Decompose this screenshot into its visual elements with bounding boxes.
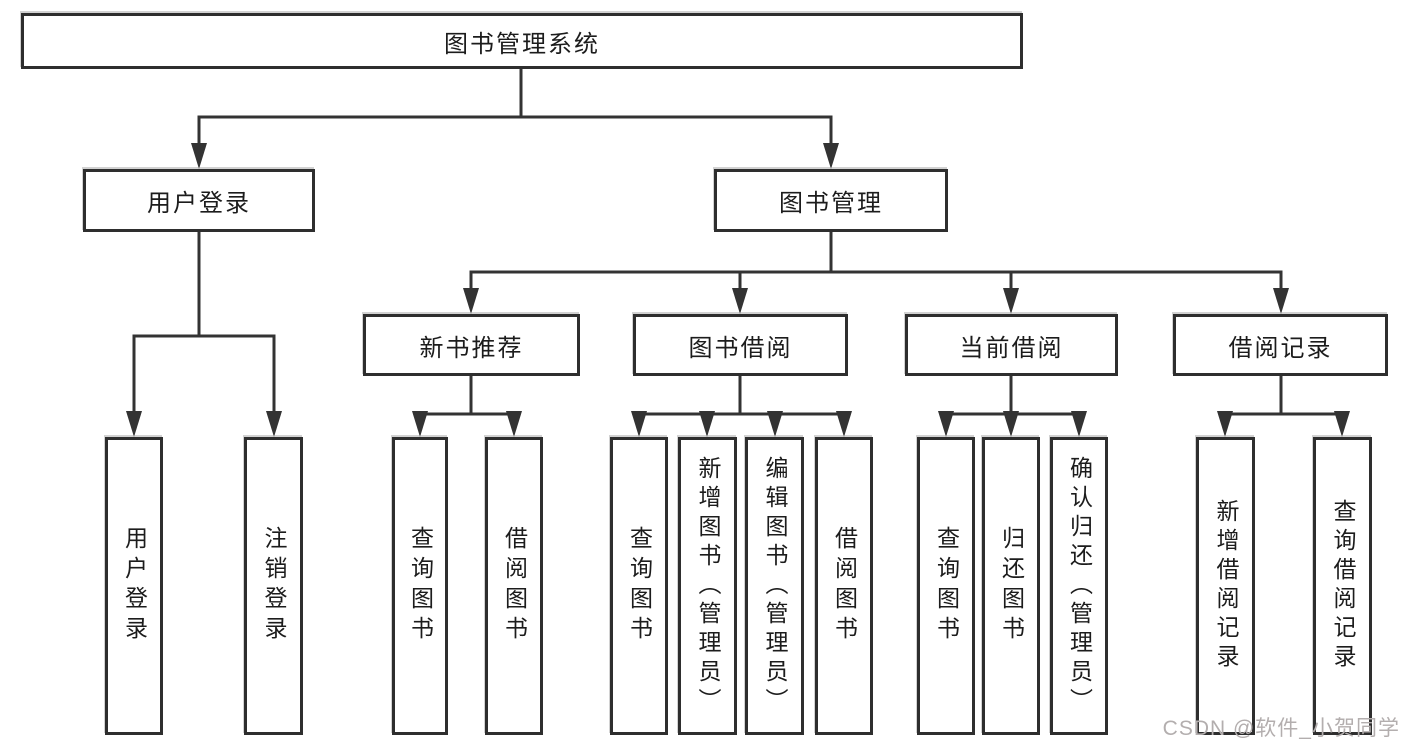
node-current-borrow: 当前借阅 — [905, 314, 1118, 376]
leaf-query-books-2: 查询图书 — [610, 437, 668, 735]
leaf-query-books-1: 查询图书 — [392, 437, 448, 735]
leaf-edit-books-admin: 编辑图书（管理员） — [745, 437, 804, 735]
leaf-borrow-books-1: 借阅图书 — [485, 437, 543, 735]
node-user-login: 用户登录 — [83, 169, 315, 232]
leaf-logout: 注销登录 — [244, 437, 303, 735]
arrowheads — [126, 143, 1350, 437]
node-book-borrow: 图书借阅 — [633, 314, 848, 376]
leaf-borrow-books-2: 借阅图书 — [815, 437, 873, 735]
leaf-add-books-admin: 新增图书（管理员） — [678, 437, 737, 735]
leaf-query-borrow-record: 查询借阅记录 — [1313, 437, 1372, 735]
node-new-book-recommend: 新书推荐 — [363, 314, 580, 376]
node-root: 图书管理系统 — [21, 13, 1023, 69]
leaf-confirm-return-admin: 确认归还（管理员） — [1050, 437, 1108, 735]
csdn-watermark: CSDN @软件_小贺同学 — [1162, 717, 1400, 740]
leaf-return-books: 归还图书 — [982, 437, 1040, 735]
leaf-user-login: 用户登录 — [105, 437, 163, 735]
leaf-add-borrow-record: 新增借阅记录 — [1196, 437, 1255, 735]
node-book-management: 图书管理 — [714, 169, 948, 232]
leaf-query-books-3: 查询图书 — [917, 437, 975, 735]
node-borrow-record: 借阅记录 — [1173, 314, 1388, 376]
